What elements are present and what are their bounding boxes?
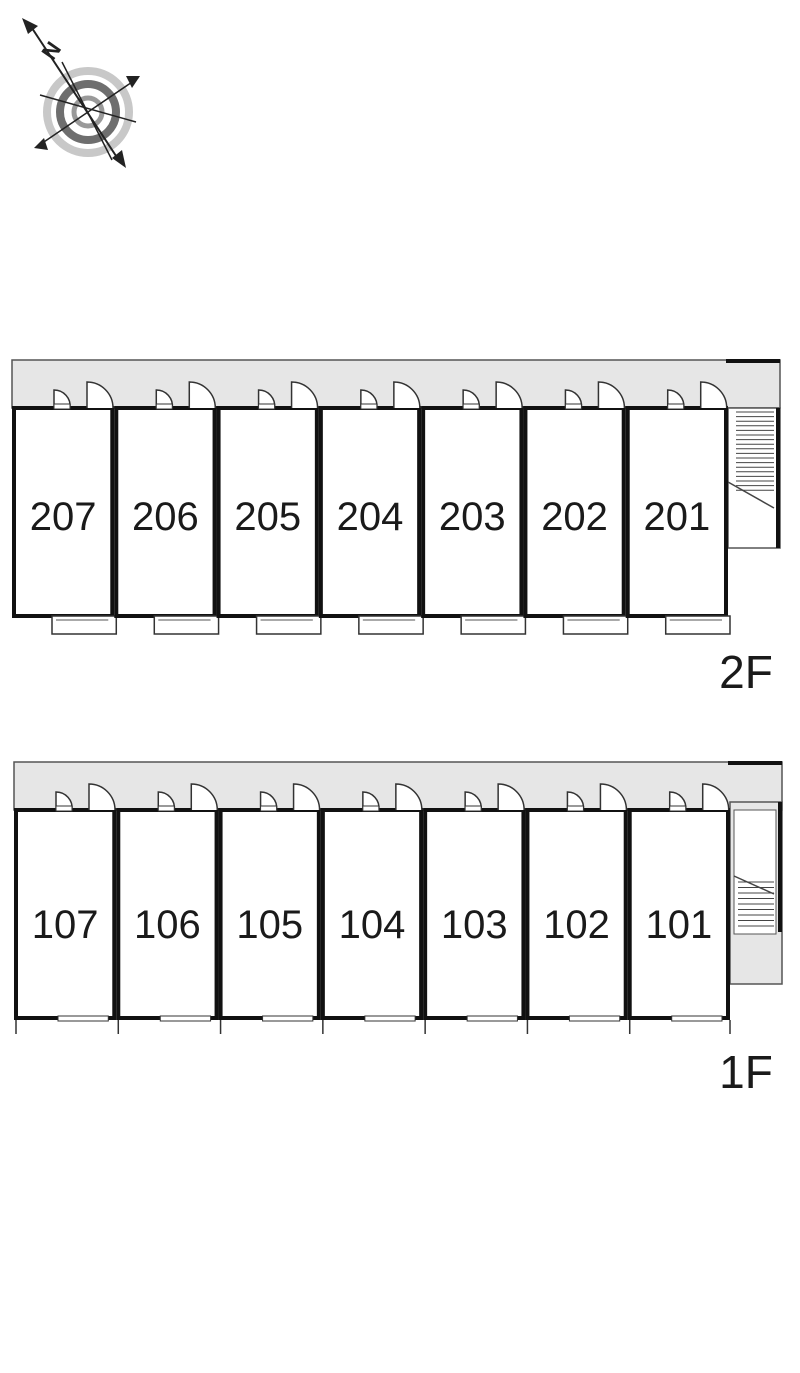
unit-107[interactable]: 107: [14, 783, 117, 1034]
unit-103[interactable]: 103: [423, 783, 526, 1034]
unit-number: 207: [30, 495, 97, 539]
unit-number: 107: [32, 903, 99, 947]
balcony: [255, 615, 322, 635]
unit-number: 203: [439, 495, 506, 539]
balcony: [664, 615, 731, 635]
stairs: [729, 801, 783, 985]
unit-104[interactable]: 104: [320, 783, 424, 1034]
door-main: [86, 381, 114, 409]
unit-number: 106: [134, 903, 201, 947]
door-main: [190, 783, 219, 811]
door-main: [393, 381, 421, 409]
unit-105[interactable]: 105: [218, 783, 321, 1034]
unit-number: 206: [132, 495, 199, 539]
balcony: [51, 615, 118, 635]
door-main: [497, 783, 525, 811]
unit-101[interactable]: 101: [627, 783, 731, 1034]
balcony: [358, 615, 424, 635]
unit-202[interactable]: 202: [523, 381, 629, 635]
stairs: [727, 407, 781, 549]
unit-206[interactable]: 206: [114, 381, 220, 635]
door-main: [292, 783, 321, 811]
floor-label: 2F: [719, 646, 773, 698]
floor-label: 1F: [719, 1046, 773, 1098]
window: [466, 1015, 518, 1022]
unit-number: 104: [339, 903, 406, 947]
unit-number: 105: [236, 903, 303, 947]
unit-207[interactable]: 207: [12, 381, 118, 635]
unit-number: 101: [645, 903, 712, 947]
unit-203[interactable]: 203: [421, 381, 527, 635]
door-main: [599, 783, 628, 811]
window: [159, 1015, 212, 1022]
door-main: [88, 783, 116, 811]
unit-number: 205: [234, 495, 301, 539]
unit-201[interactable]: 201: [625, 381, 731, 635]
window: [262, 1015, 314, 1022]
balcony: [562, 615, 629, 635]
balcony: [460, 615, 527, 635]
unit-102[interactable]: 102: [525, 783, 628, 1034]
unit-number: 204: [337, 495, 404, 539]
door-main: [290, 381, 319, 409]
unit-106[interactable]: 106: [116, 783, 219, 1034]
floor-2f-plan: 207 206 205 204 203 202 201 2F: [11, 359, 781, 698]
window: [568, 1015, 621, 1022]
window: [364, 1015, 416, 1022]
unit-number: 201: [643, 495, 710, 539]
compass-rose-icon: N: [22, 18, 140, 168]
door-main: [495, 381, 523, 409]
unit-205[interactable]: 205: [216, 381, 322, 635]
unit-number: 103: [441, 903, 508, 947]
balcony: [153, 615, 220, 635]
unit-number: 202: [541, 495, 608, 539]
window: [57, 1015, 109, 1022]
door-main: [701, 783, 730, 811]
door-main: [699, 381, 728, 409]
unit-number: 102: [543, 903, 610, 947]
door-main: [395, 783, 423, 811]
floor-1f-plan: 107 106 105 104 103 102 101 1F: [13, 761, 783, 1098]
unit-204[interactable]: 204: [318, 381, 424, 635]
door-main: [188, 381, 217, 409]
window: [671, 1015, 723, 1022]
door-main: [597, 381, 626, 409]
